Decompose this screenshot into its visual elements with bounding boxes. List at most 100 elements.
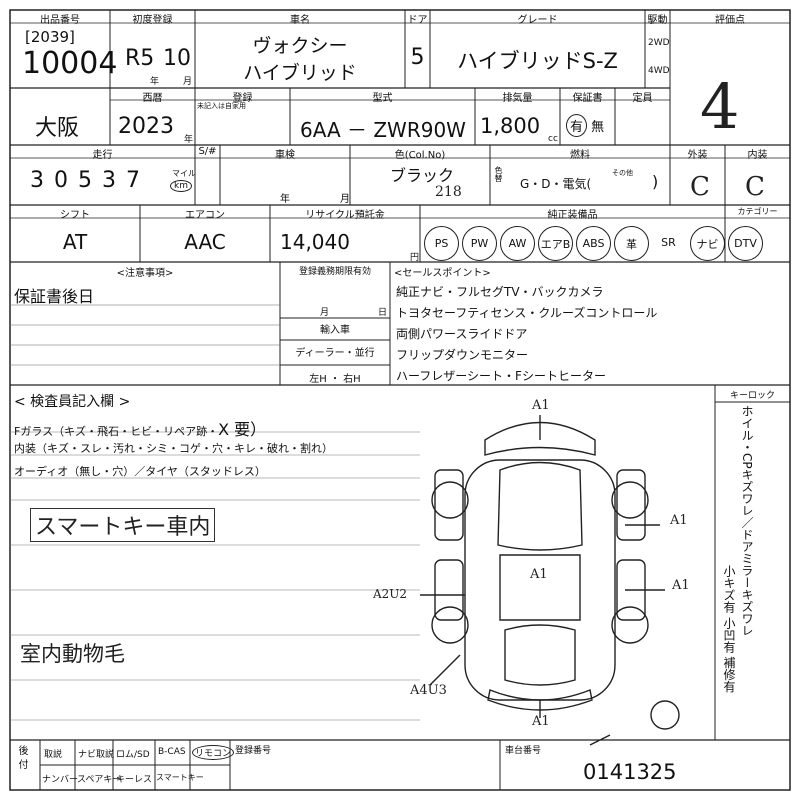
equip-dtv: DTV [728,226,763,261]
recycle-label: リサイクル預託金 [305,210,385,221]
fuel-other: その他 [612,169,633,177]
lot-number: 10004 [22,46,118,81]
grade-label: グレード [517,15,558,26]
footer-label: 後付 [16,745,27,773]
category-label: カテゴリー [737,207,778,216]
reg-year-unit: 年 [184,135,194,145]
footer-cell: スマートキー [156,773,204,782]
drive-2wd: 2WD [648,38,670,48]
inspect-line-2: 内装（キズ・スレ・汚れ・シミ・コゲ・穴・キレ・破れ・割れ） [14,442,333,455]
lot-label: 出品番号 [40,15,80,26]
reg-label: 登録 [232,93,253,104]
reg-year: 2023 [118,114,174,139]
key-lock-label: キーロック [729,391,775,401]
sales-label: <セールスポイント> [394,268,491,279]
sales-point: トヨタセーフティセンス・クルーズコントロール [396,306,658,320]
recycle: 14,040 [280,230,350,254]
equip-ps: PS [424,226,459,261]
equip-aw: AW [500,226,535,261]
reg-number-label: 登録番号 [235,746,272,756]
equip-navi: ナビ [690,226,725,261]
caution-text: 保証書後日 [14,287,95,306]
model-type: 6AA － ZWR90W [300,118,466,142]
handle-label: 左H ・ 右H [309,374,361,385]
color-label: 色(Col.No) [394,150,446,161]
inspect-line-1-text: Fガラス（キズ・飛石・ヒビ・リペア跡・ [14,425,219,438]
side-text-2: 小キズ有 小凹有 補修有 [722,565,736,693]
footer-cell: ロム/SD [116,750,150,760]
damage-mark: A1 [530,567,548,582]
fuel-types: G・D・電気( [520,177,592,191]
drive-label: 駆動 [647,15,668,26]
damage-mark: A2U2 [373,587,408,601]
first-reg-label: 初度登録 [132,15,173,26]
warranty-yes: 有 [566,114,588,137]
chassis-label: 車台番号 [505,746,542,756]
valid-day: 日 [378,308,388,318]
mileage-digit: 3 [30,168,44,193]
mileage-digit: 7 [126,168,140,193]
interior-grade: C [745,172,765,202]
interior-label: 内装 [747,150,768,161]
exterior-grade: C [690,172,710,202]
sales-point: 両側パワースライドドア [396,327,528,341]
first-reg-month: 10 [163,46,191,71]
drive-4wd: 4WD [648,66,670,76]
footer-cell: ナビ取説 [78,750,115,760]
doors: 5 [410,45,425,70]
mileage-digit: 5 [78,168,92,193]
inspection-label: 車検 [275,150,295,161]
dealer-label: ディーラー・並行 [295,348,375,359]
damage-mark: A1 [672,578,690,593]
mileage-digit: 3 [102,168,116,193]
handwritten-note-1: スマートキー車内 [30,508,216,542]
inspection-month: 月 [340,194,350,205]
footer-cell: スペアキー [77,775,122,785]
door-label: ドア [407,15,428,26]
car-name-1: ヴォクシー [252,35,348,57]
equip-sunroof: SR [661,236,676,249]
car-name-2: ハイブリッド [243,62,357,84]
year-unit: 年 [150,77,160,87]
aircon-label: エアコン [185,210,225,221]
sales-point: フリップダウンモニター [396,348,529,362]
caution-label: <注意事項> [116,268,174,279]
year-label: 西暦 [142,93,163,104]
inspector-title: < 検査員記入欄 > [14,394,131,410]
cc-unit: cc [548,134,558,144]
footer-cell: B-CAS [158,747,186,757]
km-label: km [170,180,192,192]
import-label: 輸入車 [320,325,350,336]
eval-label: 評価点 [715,15,745,26]
grade: ハイブリッドS-Z [457,49,618,73]
sales-point: 純正ナビ・フルセグTV・バックカメラ [396,285,604,299]
mileage-label: 走行 [92,150,113,161]
sales-point: ハーフレザーシート・Fシートヒーター [396,369,606,383]
month-unit: 月 [183,77,193,87]
inspection-valid-label: 登録義務期限有効 [298,267,371,277]
unit-label: S/# [198,146,217,157]
warranty-no: 無 [591,120,605,135]
equip-airbag: エアB [538,226,573,261]
fuel-options: G・D・電気( [520,175,591,192]
inspect-line-1: Fガラス（キズ・飛石・ヒビ・リペア跡・X 要） [14,416,266,440]
model-label: 車名 [290,15,310,26]
fuel-close: ) [652,172,659,191]
footer-cell: リモコン [192,745,235,760]
chassis-number: 0141325 [583,760,677,784]
valid-month: 月 [320,308,330,318]
shift-label: シフト [60,210,90,221]
capacity-label: 定員 [632,93,653,104]
displacement: 1,800 [480,114,541,138]
shift: AT [62,230,88,254]
damage-mark: A4U3 [410,683,447,698]
damage-mark: A1 [532,398,550,413]
inspect-line-1-mark: X 要） [218,420,267,439]
model-type-label: 型式 [372,93,393,104]
yen-unit: 円 [410,253,420,263]
warranty-choice: 有 無 [566,114,604,137]
equip-pw: PW [462,226,497,261]
footer-cell: キーレス [116,775,153,785]
